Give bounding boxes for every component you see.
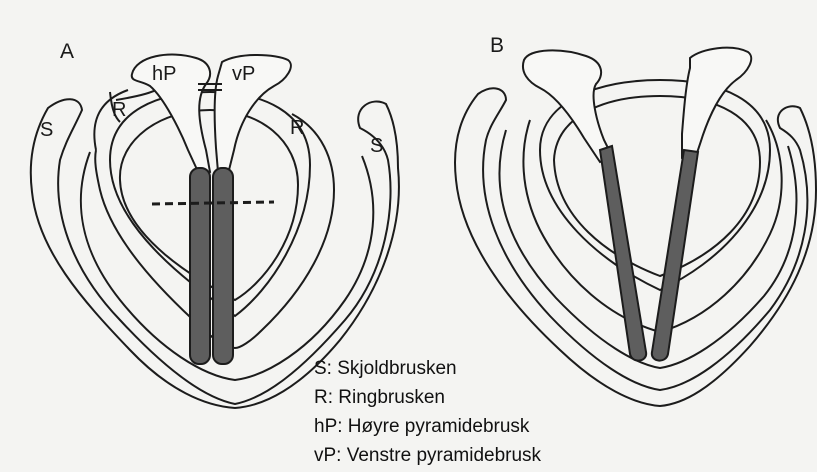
legend-item-r: R: Ringbrusken: [314, 383, 541, 412]
label-s-right: S: [370, 135, 383, 157]
label-r-right: R: [290, 117, 304, 139]
panel-b: [455, 48, 816, 406]
legend-item-vp: vP: Venstre pyramidebrusk: [314, 441, 541, 470]
left-arytenoid-b: [682, 48, 751, 162]
vocal-fold-left-a: [213, 168, 233, 364]
label-vp: vP: [232, 63, 255, 85]
vocal-fold-right-b: [600, 146, 646, 361]
label-hp: hP: [152, 63, 176, 85]
thyroid-cartilage-inner-b: [499, 130, 796, 368]
label-s-left: S: [40, 119, 53, 141]
legend-item-hp: hP: Høyre pyramidebrusk: [314, 412, 541, 441]
panel-b-letter: B: [490, 34, 504, 57]
vocal-fold-right-a: [190, 168, 210, 364]
legend: S: Skjoldbrusken R: Ringbrusken hP: Høyr…: [314, 354, 541, 470]
label-r-left: R: [112, 99, 126, 121]
vocal-fold-left-b: [652, 150, 698, 361]
panel-a-letter: A: [60, 40, 74, 63]
legend-item-s: S: Skjoldbrusken: [314, 354, 541, 383]
